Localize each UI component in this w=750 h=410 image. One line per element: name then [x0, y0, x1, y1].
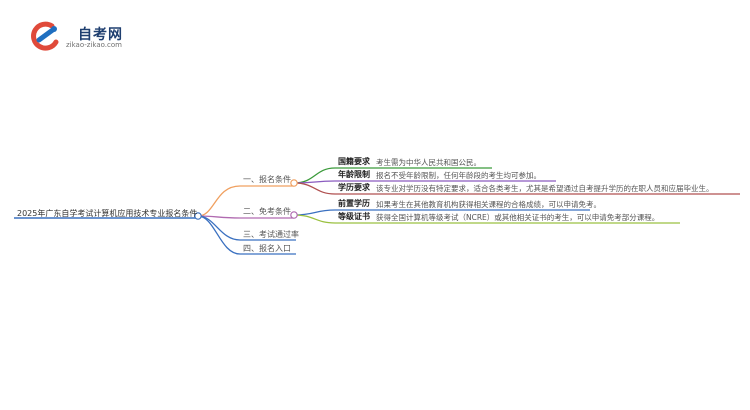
branch-pass-rate[interactable]: 三、考试通过率	[243, 230, 299, 239]
leaf-certificate-text: 获得全国计算机等级考试（NCRE）或其他相关证书的考生，可以申请免考部分课程。	[376, 212, 660, 222]
link-b1-c2	[293, 180, 556, 184]
leaf-education-key: 学历要求	[338, 183, 370, 192]
branch-2-node-dot	[290, 211, 298, 219]
leaf-prior-education-key: 前置学历	[338, 199, 370, 208]
leaf-education-text: 该专业对学历没有特定要求，适合各类考生，尤其是希望通过自考提升学历的在职人员和应…	[376, 183, 714, 193]
root-node-dot	[194, 212, 202, 220]
zikao-logo-icon	[31, 21, 59, 51]
root-topic[interactable]: 2025年广东自学考试计算机应用技术专业报名条件	[17, 209, 198, 218]
branch-registration-entry[interactable]: 四、报名入口	[243, 244, 291, 253]
logo-title: 自考网	[78, 27, 123, 43]
link-b2-c2	[293, 214, 680, 224]
leaf-nationality-key: 国籍要求	[338, 157, 370, 166]
branch-exemption-conditions[interactable]: 二、免考条件	[243, 207, 291, 216]
link-root-branch-1	[197, 185, 294, 217]
leaf-prior-education-text: 如果考生在其他教育机构获得相关课程的合格成绩，可以申请免考。	[376, 199, 601, 209]
leaf-nationality-text: 考生需为中华人民共和国公民。	[376, 157, 481, 167]
link-b1-c3	[293, 182, 740, 195]
logo-subtitle: zikao-zikao.com	[66, 41, 122, 49]
site-logo[interactable]: 自考网 zikao-zikao.com	[30, 20, 140, 52]
leaf-age-key: 年龄限制	[338, 170, 370, 179]
branch-1-node-dot	[290, 179, 298, 187]
leaf-age-text: 报名不受年龄限制，任何年龄段的考生均可参加。	[376, 170, 541, 180]
link-root-branch-4	[197, 215, 296, 255]
link-root-branch-2	[197, 215, 294, 219]
branch-registration-conditions[interactable]: 一、报名条件	[243, 175, 291, 184]
leaf-certificate-key: 等级证书	[338, 212, 370, 221]
